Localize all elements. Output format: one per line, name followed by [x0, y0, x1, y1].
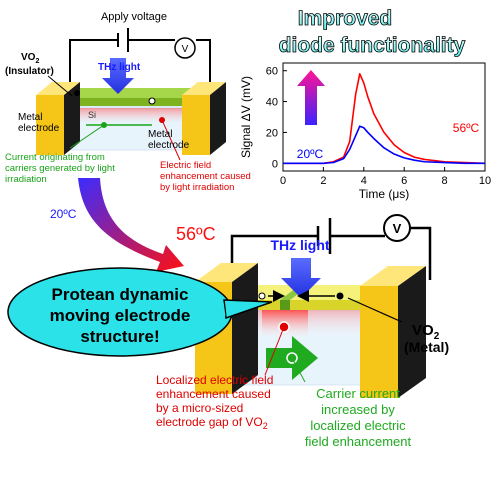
- x-tick-label: 8: [442, 175, 448, 187]
- bottom-right-electrode-top: [360, 266, 426, 286]
- bubble-line-3: structure!: [80, 327, 159, 346]
- top-voltmeter: [174, 37, 196, 59]
- top-left-electrode: [36, 95, 64, 155]
- top-si-label: Si: [88, 110, 96, 120]
- y-tick-label: 0: [272, 158, 278, 170]
- bottom-metal-label: (Metal): [404, 339, 449, 355]
- top-current-leader: [69, 124, 105, 149]
- bottom-carrier-dot: [258, 292, 266, 300]
- top-vo2-layer: [68, 98, 194, 106]
- top-left-electrode-top: [36, 82, 80, 95]
- top-right-electrode-side: [210, 82, 226, 155]
- bottom-vo2-label: VO2: [412, 322, 440, 342]
- bottom-vo2-leader: [347, 297, 403, 323]
- chart-x-label: Time (μs): [359, 187, 409, 201]
- chart-y-label: Signal ΔV (mV): [239, 76, 253, 158]
- bottom-voltmeter-label: V: [393, 221, 402, 236]
- top-field-leader: [161, 119, 181, 161]
- bottom-right-electrode-side: [398, 266, 426, 398]
- top-right-electrode: [182, 95, 210, 155]
- top-circuit-wire: [69, 39, 211, 85]
- top-temp-label: 20ºC: [50, 207, 77, 221]
- bottom-device: V THz light: [7, 214, 449, 449]
- bottom-carrier-dot: [336, 292, 344, 300]
- bottom-voltmeter: [383, 214, 411, 242]
- bottom-circuit-wire: [230, 226, 432, 280]
- bottom-vo2-gap-front: [280, 300, 290, 310]
- local-field-leader: [264, 326, 285, 376]
- title-line-1: Improved: [298, 7, 393, 30]
- top-right-electrode-top: [182, 82, 226, 95]
- series-line-1: [283, 125, 485, 165]
- title-line-2: diode functionality: [279, 34, 466, 57]
- carrier-current-leader: [291, 357, 306, 383]
- bottom-thz-label: THz light: [270, 237, 329, 253]
- x-tick-label: 4: [361, 175, 367, 187]
- x-tick-label: 10: [479, 175, 491, 187]
- bubble-line-2: moving electrode: [50, 306, 191, 325]
- top-vo2-label: VO2: [21, 52, 39, 65]
- increase-arrow: [297, 70, 325, 125]
- bottom-right-electrode: [360, 286, 398, 398]
- bottom-left-electrode-top: [195, 263, 258, 282]
- x-tick-label: 0: [280, 175, 286, 187]
- apply-voltage-label: Apply voltage: [101, 11, 167, 23]
- y-tick-label: 40: [266, 97, 278, 109]
- series-label-56c: 56ºC: [453, 121, 480, 135]
- transition-arrow: [78, 178, 184, 272]
- top-carrier-dot: [148, 97, 156, 105]
- top-voltmeter-label: V: [182, 44, 189, 55]
- bottom-vo2-right: [290, 300, 360, 310]
- top-vo2-top: [68, 88, 206, 98]
- y-tick-label: 20: [266, 127, 278, 139]
- x-tick-label: 2: [320, 175, 326, 187]
- top-thz-label: THz light: [98, 62, 141, 73]
- top-vo2-leader: [47, 75, 73, 97]
- top-device: V Apply voltage THz light VO2 (Insulator…: [5, 11, 251, 221]
- top-carrier-dot: [74, 90, 80, 96]
- top-insulator-label: (Insulator): [5, 66, 54, 77]
- transition-temp-label: 56ºC: [176, 224, 216, 244]
- bubble-tail: [223, 299, 273, 320]
- bubble-tail-join: [220, 301, 226, 317]
- y-tick-label: 60: [266, 66, 278, 78]
- series-label-20c: 20ºC: [297, 147, 324, 161]
- top-left-electrode-side: [64, 82, 80, 155]
- bottom-left-electrode-side: [232, 263, 258, 394]
- bubble-line-1: Protean dynamic: [52, 285, 189, 304]
- title-block: Improved diode functionality: [278, 7, 466, 58]
- x-tick-label: 6: [401, 175, 407, 187]
- bottom-thz-arrow: [281, 258, 321, 298]
- top-thz-arrow: [102, 58, 134, 94]
